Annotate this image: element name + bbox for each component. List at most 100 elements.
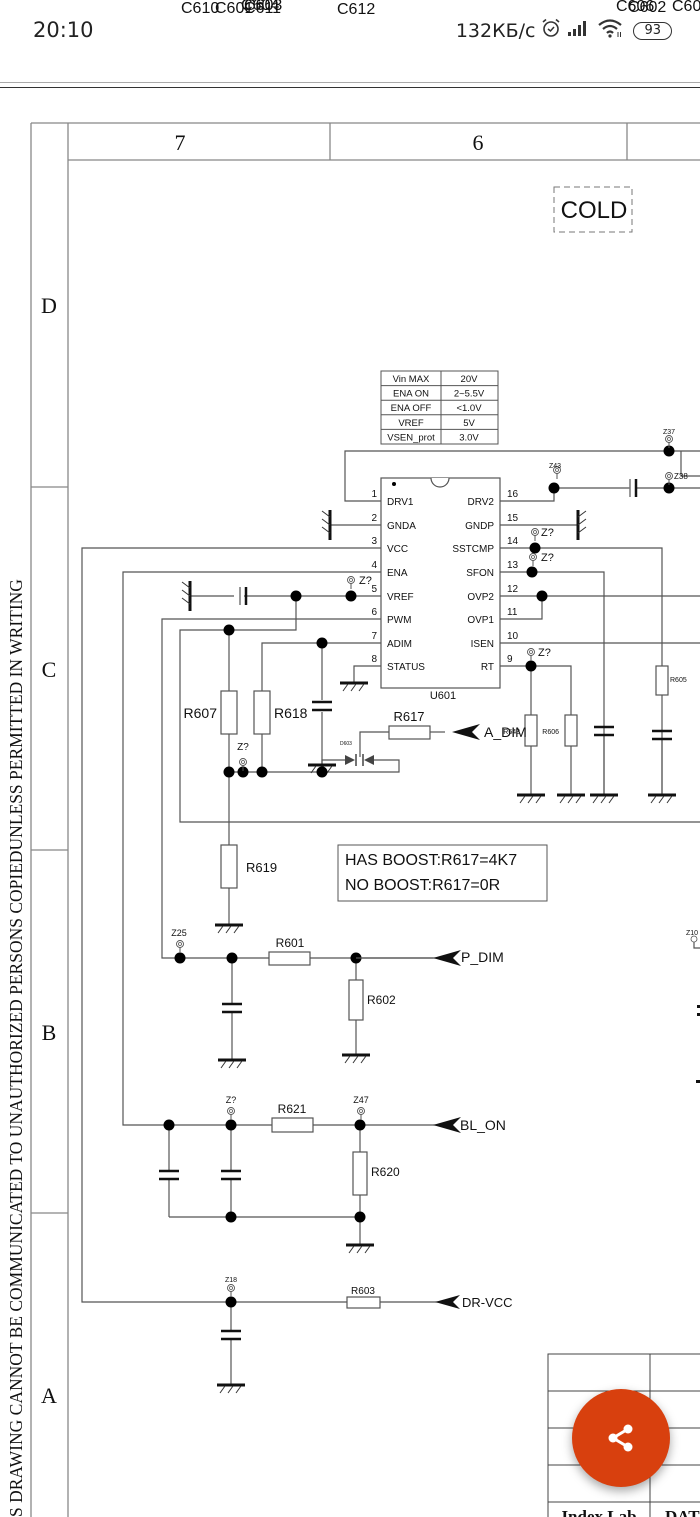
capacitor-c604[interactable]: C604 bbox=[239, 0, 279, 605]
resistor-r643[interactable]: R643 bbox=[503, 714, 538, 747]
row-label: A bbox=[41, 1383, 57, 1408]
row-label: B bbox=[42, 1020, 57, 1045]
net-label: DR-VCC bbox=[462, 1295, 513, 1310]
pin-name: PWM bbox=[387, 615, 411, 626]
net-bl-on[interactable]: BL_ON bbox=[433, 1117, 506, 1133]
component-label: C604 bbox=[241, 0, 279, 14]
test-point-label: Z? bbox=[538, 647, 551, 659]
resistor-r620[interactable]: R620 bbox=[352, 1151, 400, 1196]
capacitor-c606[interactable]: C606 bbox=[594, 0, 654, 737]
pin-name: OVP1 bbox=[467, 615, 494, 626]
resistor-r617[interactable]: R617 bbox=[388, 709, 431, 740]
signal-icon bbox=[567, 19, 591, 42]
pin-name: DRV2 bbox=[468, 497, 495, 508]
pin-number: 4 bbox=[371, 560, 377, 571]
pin-name: ADIM bbox=[387, 639, 412, 650]
resistor-r601[interactable]: R601 bbox=[268, 936, 311, 966]
resistor-r621[interactable]: R621 bbox=[271, 1102, 314, 1133]
spec-param: VREF bbox=[398, 418, 424, 429]
ground-symbol bbox=[576, 510, 587, 540]
component-label: C605 bbox=[672, 0, 700, 15]
test-point: Z18 bbox=[225, 1277, 237, 1297]
component-label: R619 bbox=[246, 860, 277, 875]
net-dr-vcc[interactable]: DR-VCC bbox=[435, 1295, 513, 1310]
capacitor-c601[interactable]: C601 bbox=[215, 0, 253, 1014]
pin-number: 16 bbox=[507, 489, 519, 500]
column-label: 6 bbox=[473, 130, 484, 155]
share-button[interactable] bbox=[572, 1389, 670, 1487]
test-point: Z? bbox=[527, 647, 551, 661]
junction-dot bbox=[316, 637, 328, 649]
share-icon bbox=[608, 1424, 633, 1452]
network-speed: 132КБ/с bbox=[455, 19, 536, 42]
junction-dot bbox=[225, 1211, 237, 1223]
capacitor-c612[interactable]: C612 bbox=[312, 1, 375, 712]
test-point: Z? bbox=[226, 1095, 236, 1120]
test-point-label: Z38 bbox=[674, 472, 688, 481]
component-label: C606 bbox=[616, 0, 654, 15]
spec-value: 5V bbox=[463, 418, 475, 429]
resistor-r603[interactable]: R603 bbox=[346, 1286, 381, 1309]
ground-symbol bbox=[215, 923, 243, 934]
diode-d603[interactable]: D603 bbox=[340, 741, 374, 766]
title-block-date: DAT bbox=[665, 1507, 700, 1517]
capacitor-c602[interactable]: C602 bbox=[628, 0, 666, 497]
ground-symbol bbox=[181, 581, 192, 611]
resistor-r606[interactable]: R606 bbox=[542, 714, 578, 747]
capacitor-c605[interactable]: C605 bbox=[652, 0, 700, 741]
toolbar-divider-dark bbox=[0, 87, 700, 88]
capacitor-c611[interactable]: C611 bbox=[221, 0, 281, 1181]
pin-name: DRV1 bbox=[387, 497, 414, 508]
test-point-label: Z43 bbox=[549, 463, 561, 470]
pin-number: 2 bbox=[371, 513, 377, 524]
ground-symbol bbox=[517, 793, 545, 804]
ic-u601[interactable]: 1DRV12GNDA3VCC4ENA5VREF6PWM7ADIM8STATUS1… bbox=[371, 477, 519, 702]
test-point: Z? bbox=[531, 527, 554, 541]
test-point: Z25 bbox=[171, 928, 187, 953]
net-label: A_DIM bbox=[484, 724, 527, 740]
resistor-r618[interactable]: R618 bbox=[253, 690, 308, 735]
resistor-r602[interactable]: R602 bbox=[348, 979, 396, 1021]
component-label: C602 bbox=[628, 0, 666, 16]
junction-dot bbox=[226, 952, 238, 964]
pin-number: 6 bbox=[371, 607, 377, 618]
component-label: R618 bbox=[274, 705, 308, 721]
pin-name: SSTCMP bbox=[452, 544, 494, 555]
net-label: P_DIM bbox=[461, 949, 504, 965]
ic-ref: U601 bbox=[430, 690, 456, 702]
spec-value: <1.0V bbox=[456, 403, 482, 414]
component-label: C612 bbox=[337, 1, 375, 18]
resistor-r607[interactable]: R607 bbox=[184, 690, 238, 735]
capacitor-c610[interactable]: C610 bbox=[159, 0, 219, 1181]
junction-dot bbox=[548, 482, 560, 494]
test-point: Z37 bbox=[663, 429, 675, 448]
wifi-icon bbox=[597, 18, 623, 43]
d603-label: D603 bbox=[340, 741, 352, 747]
pin-number: 13 bbox=[507, 560, 519, 571]
ground-symbol bbox=[340, 681, 368, 692]
resistor-r619[interactable]: R619 bbox=[220, 844, 277, 889]
boost-note-line2: NO BOOST:R617=0R bbox=[345, 877, 500, 894]
component-label: R607 bbox=[184, 705, 218, 721]
component-label: R601 bbox=[276, 936, 305, 950]
test-point-label: Z47 bbox=[353, 1095, 369, 1105]
row-label: D bbox=[41, 293, 57, 318]
pin-number: 9 bbox=[507, 654, 513, 665]
pin-number: 15 bbox=[507, 513, 519, 524]
junction-dot bbox=[223, 766, 235, 778]
test-point-label: Z? bbox=[359, 575, 372, 587]
ground-symbol bbox=[557, 793, 585, 804]
net-a-dim[interactable]: A_DIM bbox=[452, 724, 527, 740]
pin-number: 11 bbox=[507, 607, 518, 618]
junction-dot bbox=[525, 660, 537, 672]
ground-symbol bbox=[590, 793, 618, 804]
cold-zone-box bbox=[553, 186, 633, 233]
svg-text:Z10: Z10 bbox=[686, 930, 698, 937]
net-p-dim[interactable]: P_DIM bbox=[356, 949, 504, 966]
resistor-r605[interactable]: R605 bbox=[655, 665, 687, 696]
pin-name: ENA bbox=[387, 568, 408, 579]
test-point-z10: Z10 bbox=[686, 930, 700, 1083]
test-point: Z? bbox=[529, 552, 554, 566]
capacitor-c603[interactable]: C603 bbox=[221, 0, 282, 1341]
